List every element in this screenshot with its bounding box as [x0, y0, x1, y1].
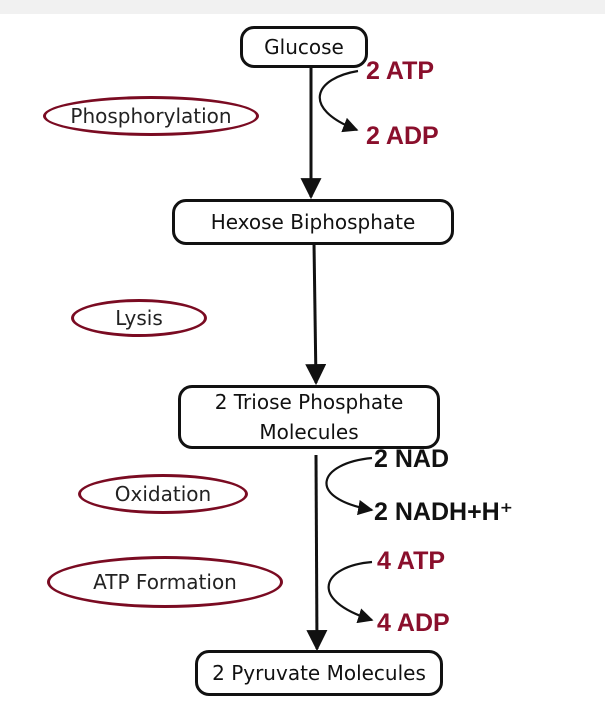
top-strip [0, 0, 605, 14]
lysis-label: Lysis [115, 306, 163, 330]
pyruvate-box: 2 Pyruvate Molecules [195, 650, 443, 696]
adp-output-label: 2 ADP [366, 122, 439, 150]
adp-input-label: 4 ADP [377, 609, 450, 637]
arrow-triose-to-pyruvate [306, 454, 328, 652]
curve-nad-to-nadh [325, 456, 374, 516]
hexose-biphosphate-box: Hexose Biphosphate [172, 199, 454, 245]
nad-input-label: 2 NAD [374, 445, 450, 473]
phosphorylation-label: Phosphorylation [70, 104, 232, 128]
hexose-label: Hexose Biphosphate [210, 210, 416, 234]
nadh-output-label: 2 NADH+H⁺ [374, 498, 513, 526]
atp-output-label: 4 ATP [377, 547, 446, 575]
triose-label-line2: Molecules [259, 420, 359, 444]
glucose-box: Glucose [240, 26, 368, 68]
oxidation-oval: Oxidation [78, 474, 248, 514]
curve-atp-to-adp-bottom [327, 560, 374, 624]
pyruvate-label: 2 Pyruvate Molecules [212, 661, 426, 685]
triose-phosphate-box: 2 Triose Phosphate Molecules [178, 385, 440, 449]
atp-formation-oval: ATP Formation [47, 556, 283, 608]
curve-atp-to-adp [318, 69, 359, 133]
arrow-hexose-to-triose [305, 242, 327, 386]
atp-input-label: 2 ATP [366, 57, 435, 85]
phosphorylation-oval: Phosphorylation [43, 96, 259, 136]
atp-formation-label: ATP Formation [93, 570, 237, 594]
oxidation-label: Oxidation [114, 482, 212, 506]
lysis-oval: Lysis [71, 299, 207, 337]
glucose-label: Glucose [264, 35, 344, 59]
triose-label-line1: 2 Triose Phosphate [214, 390, 404, 414]
